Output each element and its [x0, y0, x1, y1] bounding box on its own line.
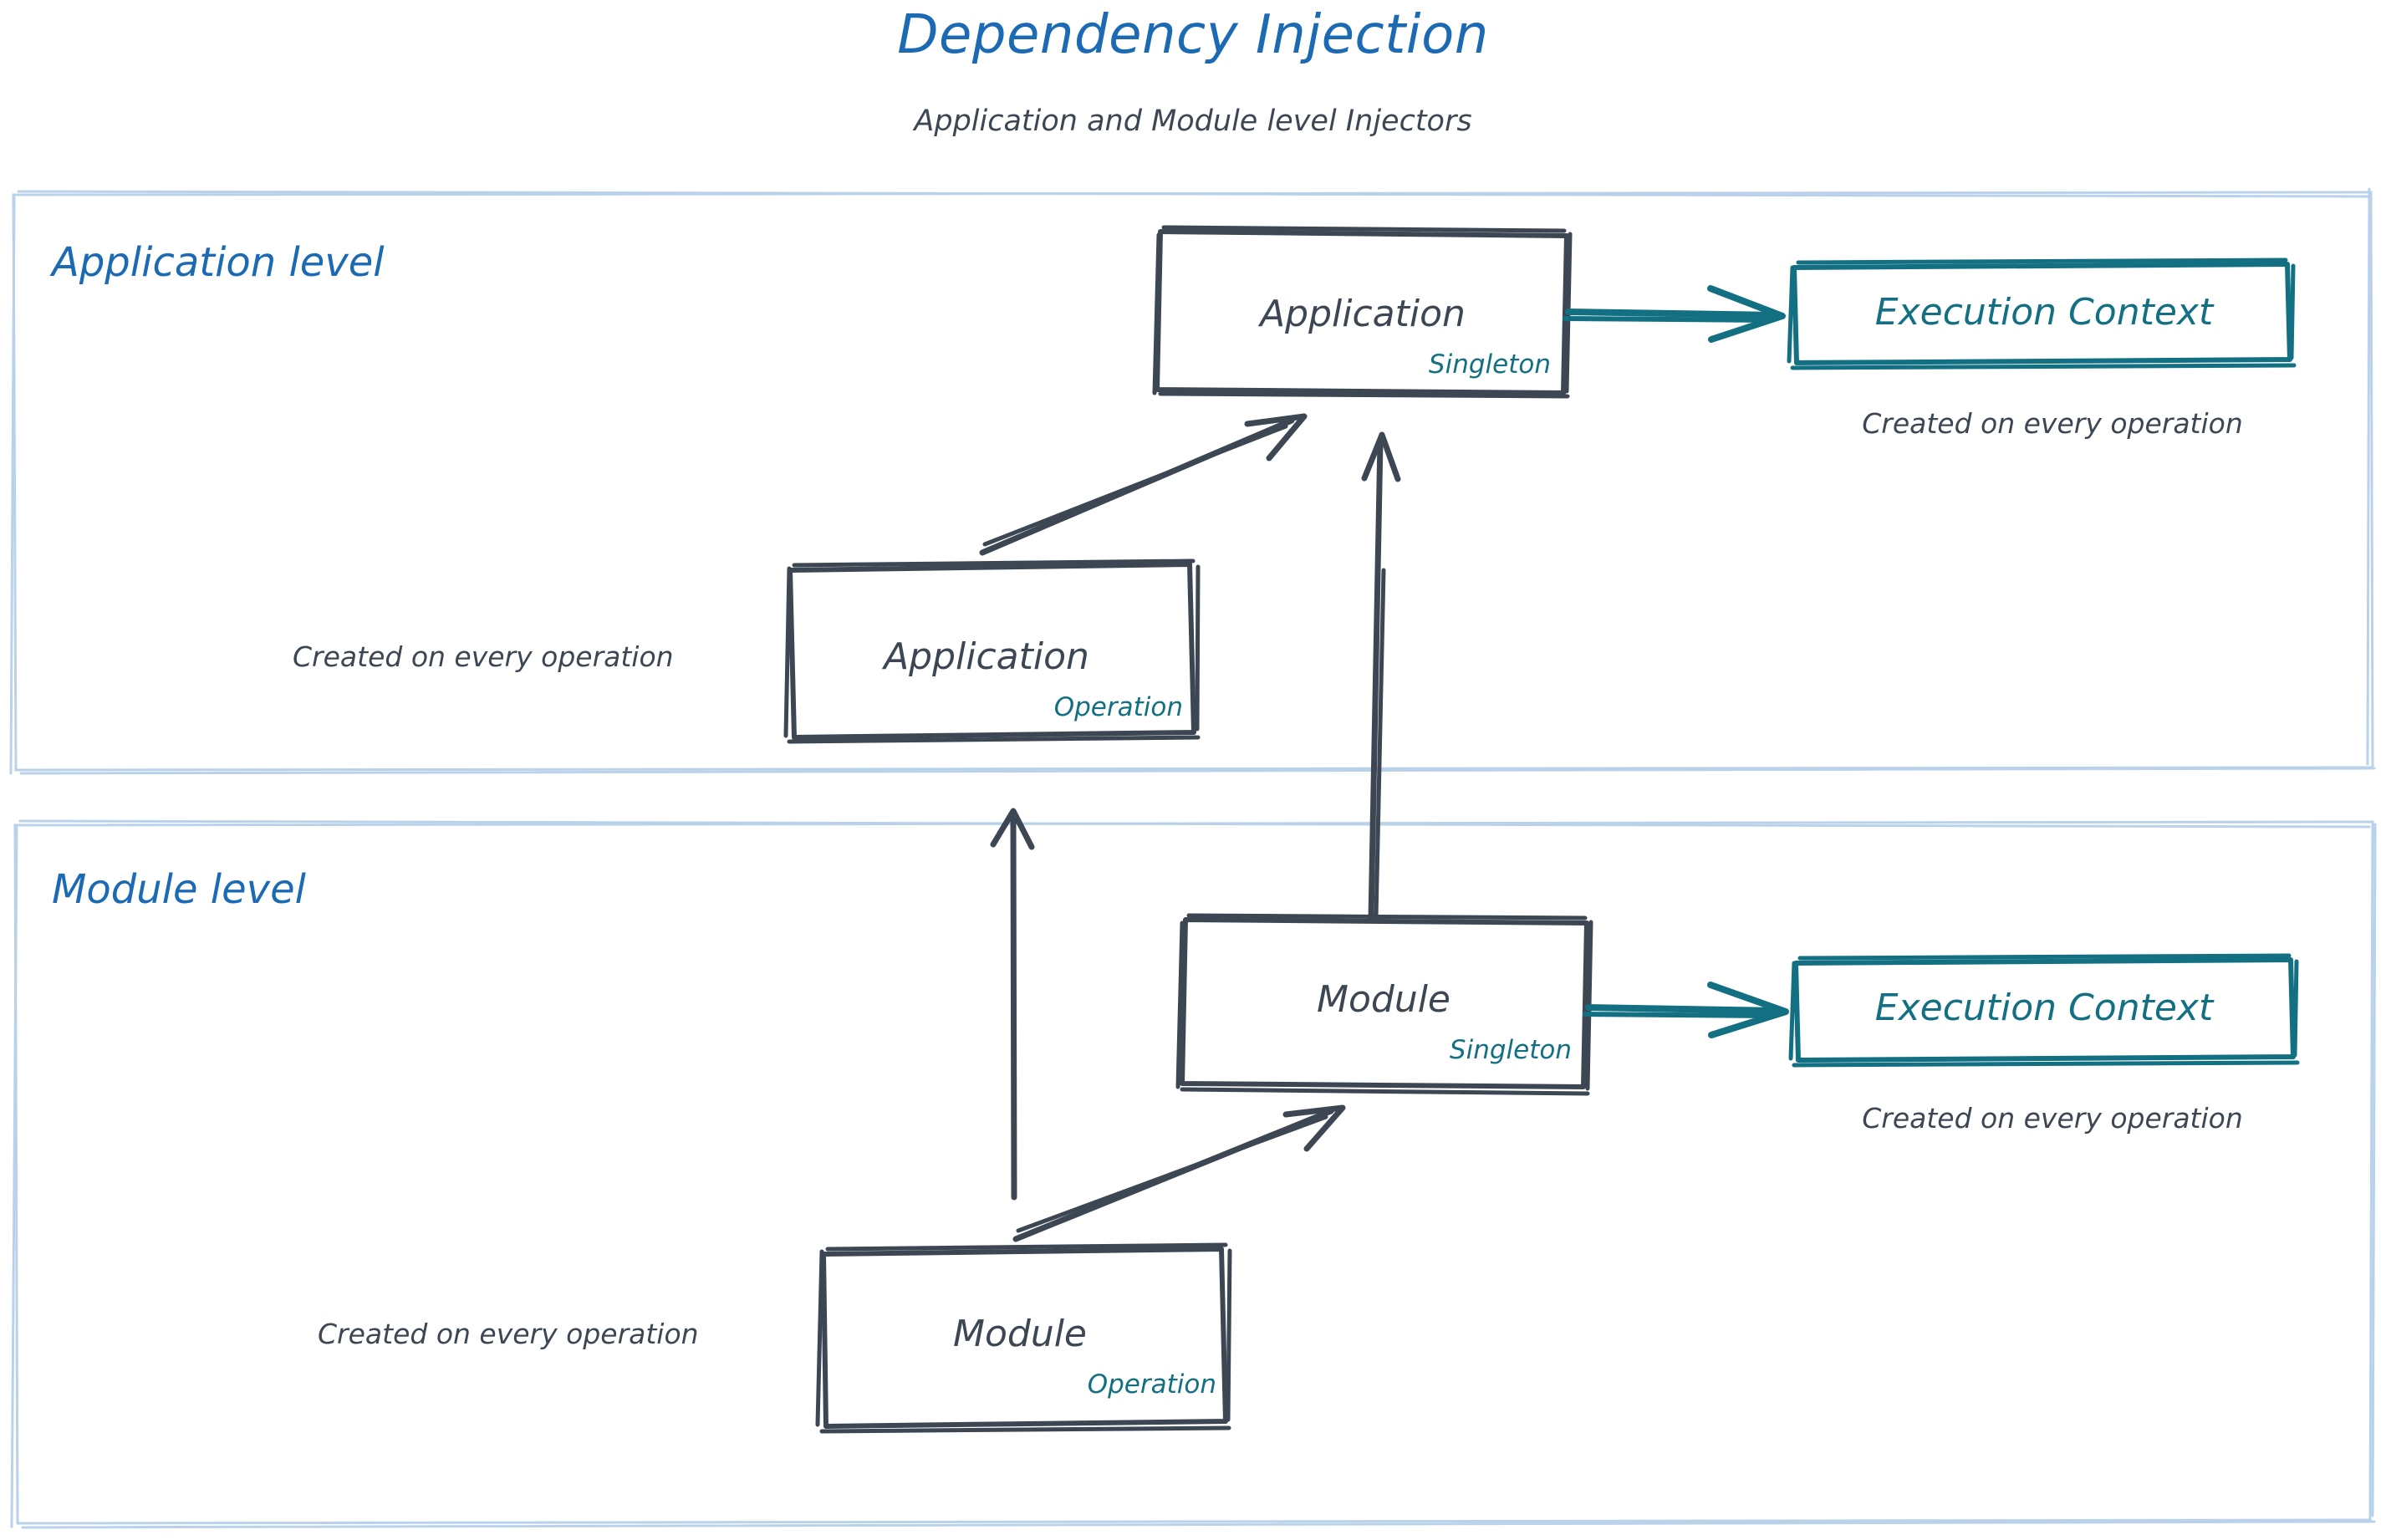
edge-module-operation-to-module-singleton — [1012, 1104, 1346, 1242]
page-title: Dependency Injection — [897, 4, 1489, 66]
node-module-operation-scope: Operation — [1087, 1369, 1216, 1400]
node-application-operation-scope: Operation — [1053, 692, 1183, 722]
node-application-singleton-scope: Singleton — [1428, 349, 1551, 380]
node-execution-context-application-title: Execution Context — [1874, 291, 2214, 334]
group-label-module-level: Module level — [52, 866, 306, 913]
node-application-operation-title: Application — [884, 635, 1089, 678]
edge-app-operation-to-app-singleton — [979, 413, 1308, 556]
group-module-level-frame — [10, 819, 2377, 1529]
node-module-operation-title: Module — [953, 1313, 1087, 1355]
note-execution-context-application: Created on every operation — [1862, 407, 2243, 440]
note-application-operation: Created on every operation — [293, 640, 674, 673]
page-subtitle: Application and Module level Injectors — [914, 105, 1472, 138]
note-module-operation: Created on every operation — [318, 1318, 699, 1350]
node-module-singleton-title: Module — [1317, 978, 1450, 1021]
edge-module-singleton-to-app-singleton — [1361, 431, 1401, 923]
edge-app-singleton-to-execution-context — [1563, 285, 1786, 343]
group-label-application-level: Application level — [52, 239, 385, 286]
note-execution-context-module: Created on every operation — [1862, 1102, 2243, 1135]
node-application-singleton-title: Application — [1260, 293, 1466, 335]
node-execution-context-module-title: Execution Context — [1874, 987, 2214, 1029]
node-module-singleton-scope: Singleton — [1449, 1035, 1572, 1065]
edge-module-operation-to-application-level — [990, 808, 1035, 1201]
edge-module-singleton-to-execution-context — [1583, 982, 1789, 1038]
